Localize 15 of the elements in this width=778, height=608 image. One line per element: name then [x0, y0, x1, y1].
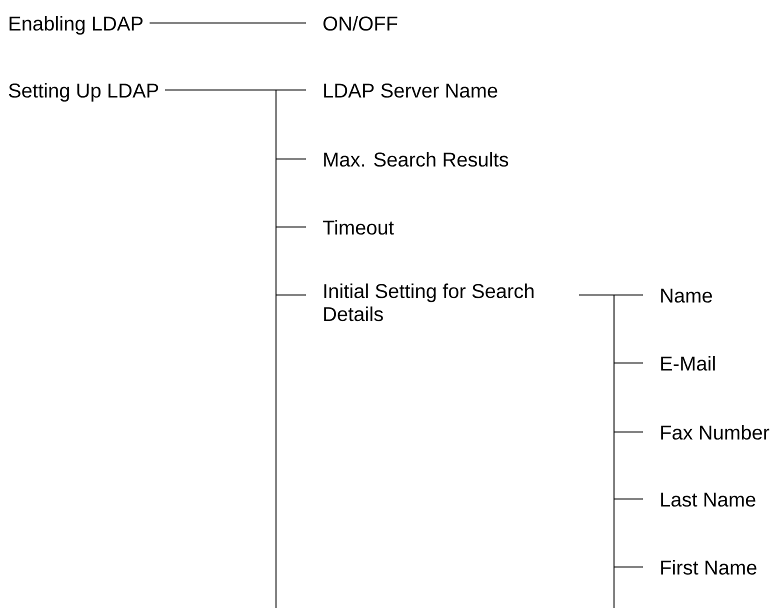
setting-label: ON/OFF	[323, 16, 398, 31]
setting-label: Last Name	[661, 492, 756, 507]
setting-label: E-Mail	[661, 356, 715, 371]
setting-label: Timeout	[322, 220, 394, 235]
category-label: Setting Up LDAP	[8, 83, 158, 102]
tree-line	[149, 22, 306, 24]
setting-label: Name	[661, 288, 712, 303]
tree-line	[164, 90, 306, 296]
category-label: Enabling LDAP	[10, 16, 143, 35]
setting-label: LDAP Server Name	[324, 84, 498, 98]
setting-label: Max. Search Results	[324, 152, 508, 167]
setting-label: Initial Setting for Search Details	[324, 284, 534, 322]
setting-label: Fax Number	[661, 425, 770, 440]
tree-line	[578, 294, 644, 568]
setting-label: First Name	[661, 560, 756, 575]
